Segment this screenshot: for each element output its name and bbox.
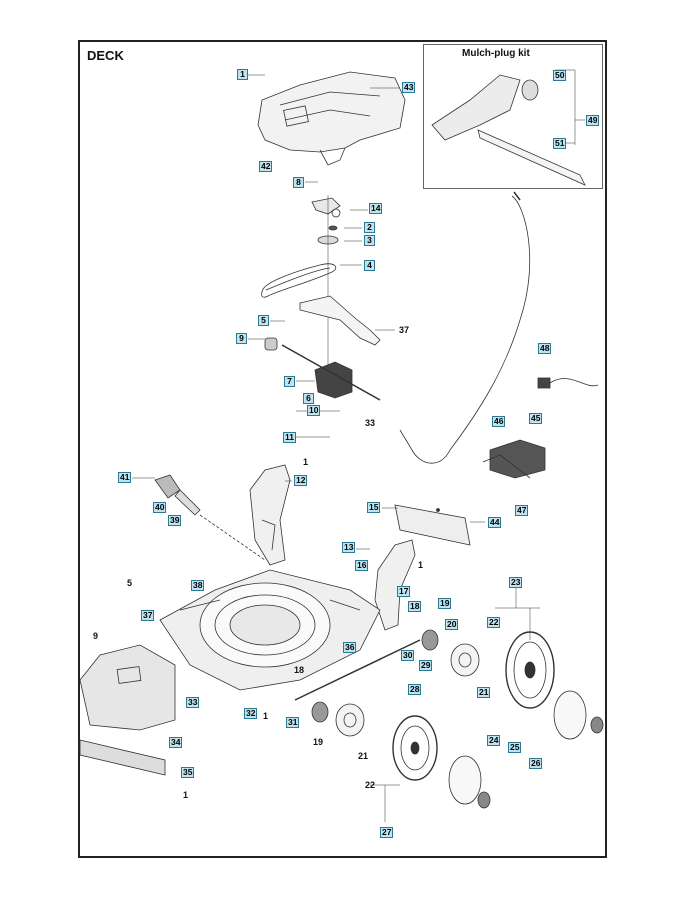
callout-34: 34 (169, 737, 183, 748)
label-1-c: 1 (263, 711, 269, 721)
front-wheel (392, 715, 438, 781)
front-axle (294, 629, 439, 723)
drive-belt (261, 263, 337, 298)
handle-bracket-left (249, 464, 291, 566)
callout-49: 49 (586, 115, 600, 126)
callout-28: 28 (408, 684, 422, 695)
callout-41: 41 (118, 472, 132, 483)
connector-48 (537, 377, 599, 389)
rear-wheel (505, 631, 555, 709)
front-cover (79, 644, 176, 776)
callout-51: 51 (553, 138, 567, 149)
callout-20: 20 (445, 619, 459, 630)
callout-10: 10 (307, 405, 321, 416)
callout-8: 8 (293, 177, 304, 188)
callout-2: 2 (364, 222, 375, 233)
callout-13: 13 (342, 542, 356, 553)
mulch-plug-kit-inset (423, 44, 603, 189)
label-21: 21 (358, 751, 369, 761)
gearbox (264, 295, 381, 401)
callout-15: 15 (367, 502, 381, 513)
label-33: 33 (365, 418, 376, 428)
inner-hub-front (335, 703, 365, 737)
callout-46: 46 (492, 416, 506, 427)
callout-23: 23 (509, 577, 523, 588)
callout-32: 32 (244, 708, 258, 719)
callout-38: 38 (191, 580, 205, 591)
callout-21: 21 (477, 687, 491, 698)
engine-cover (257, 71, 406, 166)
label-1: 1 (303, 457, 309, 467)
callout-27: 27 (380, 827, 394, 838)
callout-44: 44 (488, 517, 502, 528)
callout-42: 42 (259, 161, 273, 172)
battery-pack (482, 439, 546, 479)
callout-11: 11 (283, 432, 296, 443)
control-cable (399, 191, 531, 464)
callout-36: 36 (343, 642, 357, 653)
label-18: 18 (294, 665, 305, 675)
label-22: 22 (365, 780, 376, 790)
label-37: 37 (399, 325, 410, 335)
inset-title: Mulch-plug kit (462, 48, 530, 59)
callout-22: 22 (487, 617, 501, 628)
callout-26: 26 (529, 758, 543, 769)
callout-24: 24 (487, 735, 501, 746)
callout-31: 31 (286, 717, 300, 728)
callout-12: 12 (294, 475, 308, 486)
callout-4: 4 (364, 260, 375, 271)
callout-37: 37 (141, 610, 155, 621)
callout-48: 48 (538, 343, 552, 354)
label-1-b: 1 (418, 560, 424, 570)
callout-1: 1 (237, 69, 248, 80)
callout-5: 5 (258, 315, 269, 326)
label-19: 19 (313, 737, 324, 747)
callout-9: 9 (236, 333, 247, 344)
mulch-plug (431, 74, 586, 186)
callout-18: 18 (408, 601, 422, 612)
diagram-title: DECK (87, 48, 124, 63)
callout-40: 40 (153, 502, 167, 513)
callout-6: 6 (303, 393, 314, 404)
callout-3: 3 (364, 235, 375, 246)
callout-25: 25 (508, 742, 522, 753)
callout-14: 14 (369, 203, 383, 214)
callout-30: 30 (401, 650, 415, 661)
callout-29: 29 (419, 660, 433, 671)
callout-47: 47 (515, 505, 529, 516)
callout-50: 50 (553, 70, 567, 81)
callout-19: 19 (438, 598, 452, 609)
callout-33: 33 (186, 697, 200, 708)
hubcap-front (448, 755, 491, 809)
label-9: 9 (93, 631, 99, 641)
callout-35: 35 (181, 767, 195, 778)
callout-45: 45 (529, 413, 543, 424)
hubcap-rear (553, 690, 604, 740)
handle-bracket-right (374, 539, 416, 631)
pulley-assembly (311, 195, 341, 380)
callout-17: 17 (397, 586, 411, 597)
mower-deck (159, 569, 381, 691)
inner-hub-rear (450, 643, 480, 677)
callout-7: 7 (284, 376, 295, 387)
label-1-d: 1 (183, 790, 189, 800)
callout-43: 43 (402, 82, 416, 93)
callout-16: 16 (355, 560, 369, 571)
rear-axle-bracket (394, 504, 471, 546)
height-lever (154, 474, 266, 561)
callout-39: 39 (168, 515, 182, 526)
label-5: 5 (127, 578, 133, 588)
diagram-frame (78, 40, 607, 858)
